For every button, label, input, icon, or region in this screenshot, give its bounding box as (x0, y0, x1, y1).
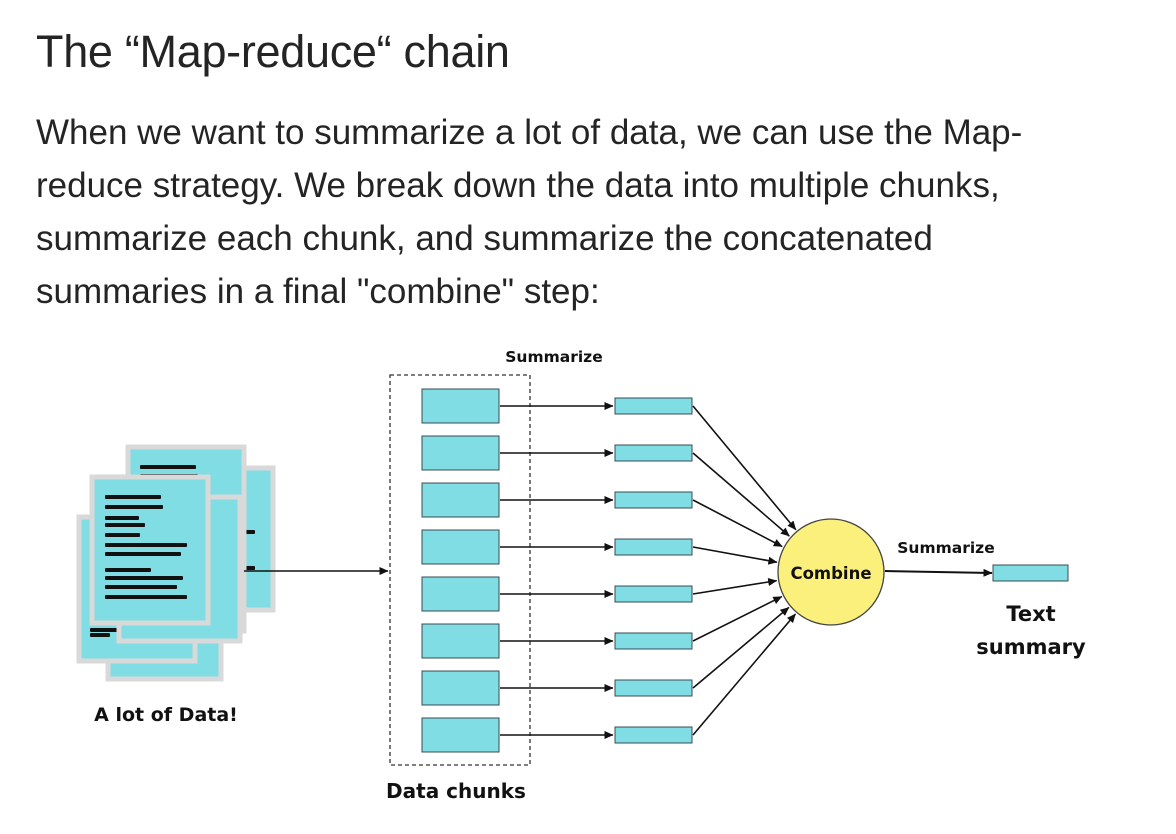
text-line (105, 516, 139, 520)
text-line (105, 552, 181, 556)
text-line (105, 495, 161, 499)
data-chunks (421, 388, 500, 753)
map-summarize-label: Summarize (505, 348, 602, 366)
combine-arrows (692, 405, 797, 736)
combine-arrow (692, 546, 778, 565)
data-chunks-frame (389, 374, 531, 766)
data-chunk (421, 482, 500, 518)
text-line (105, 585, 177, 589)
output-label-line2: summary (976, 635, 1086, 659)
chunk-summary (614, 397, 693, 415)
combine-arrow (692, 606, 790, 689)
reduce-arrow (884, 568, 993, 577)
combine-arrow (692, 578, 778, 595)
data-chunk (421, 717, 500, 753)
data-chunk (421, 435, 500, 471)
combine-node (777, 518, 885, 626)
data-chunk (421, 670, 500, 706)
map-arrows (500, 402, 614, 739)
text-line (105, 595, 187, 599)
chunk-summary (614, 444, 693, 462)
combine-arrow (692, 613, 797, 736)
paragraph-line: summarize each chunk, and summarize the … (36, 219, 933, 258)
source-label: A lot of Data! (94, 704, 238, 726)
text-line (105, 543, 187, 547)
chunk-summary (614, 726, 693, 744)
combine-arrow (692, 405, 797, 531)
combine-arrow (692, 595, 783, 642)
text-line (105, 523, 145, 527)
chunk-summary (614, 679, 693, 697)
combine-arrow (692, 499, 783, 548)
text-line (90, 628, 122, 632)
paragraph-line: reduce strategy. We break down the data … (36, 166, 1000, 205)
combine-label: Combine (790, 564, 871, 583)
output-label-line1: Text (1006, 602, 1055, 626)
chunk-summary (614, 538, 693, 556)
text-line (105, 505, 163, 509)
chunk-summary (614, 632, 693, 650)
page-title: The “Map-reduce“ chain (36, 26, 510, 77)
paragraph-line: When we want to summarize a lot of data,… (36, 113, 1023, 152)
data-chunks-label: Data chunks (386, 779, 526, 803)
intro-paragraph: When we want to summarize a lot of data,… (36, 106, 1146, 318)
data-chunk (421, 529, 500, 565)
text-line (105, 533, 140, 537)
chunk-summary (614, 585, 693, 603)
paragraph-line: summaries in a final "combine" step: (36, 272, 600, 311)
reduce-summarize-label: Summarize (897, 539, 994, 557)
text-line (90, 633, 110, 637)
text-line (245, 566, 255, 570)
text-line (105, 568, 151, 572)
data-chunk (421, 388, 500, 424)
text-line (140, 465, 196, 469)
chunk-summaries (614, 397, 693, 744)
data-chunk (421, 576, 500, 612)
data-chunk (421, 623, 500, 659)
chunk-summary (614, 491, 693, 509)
combine-arrow (692, 452, 790, 537)
document-stack (76, 444, 276, 682)
text-line (245, 530, 255, 534)
text-summary-block (992, 564, 1069, 582)
text-line (105, 576, 183, 580)
